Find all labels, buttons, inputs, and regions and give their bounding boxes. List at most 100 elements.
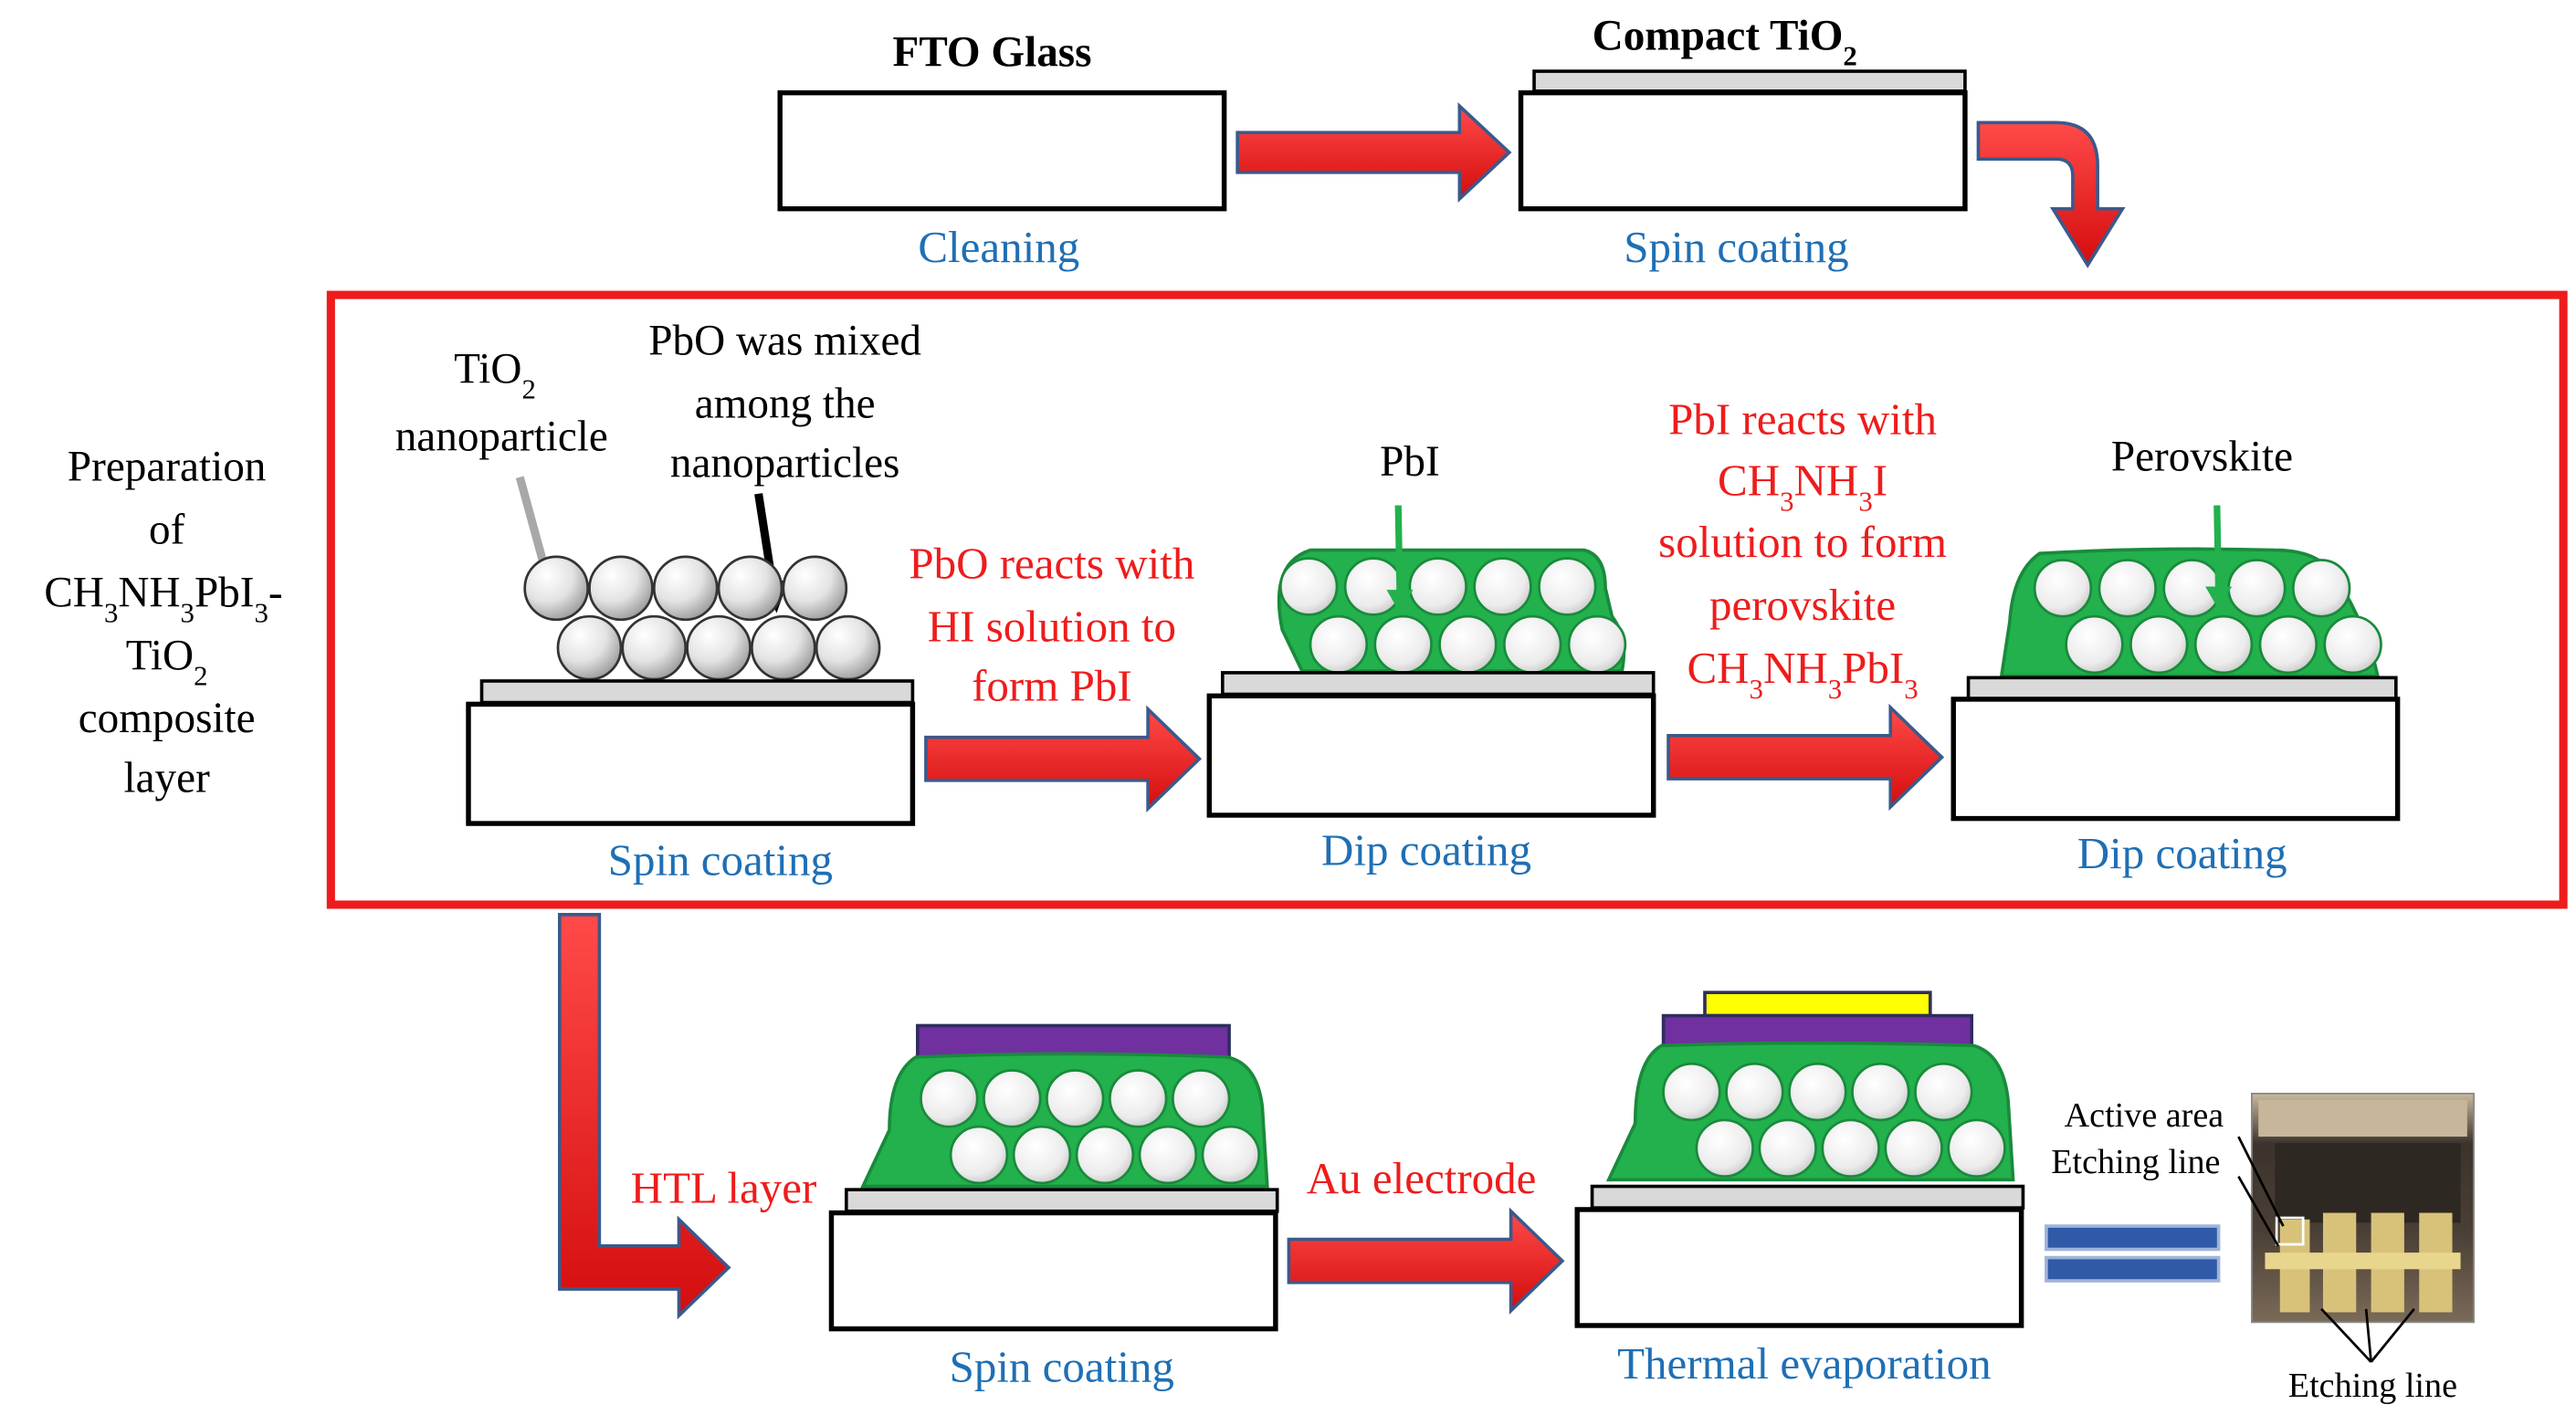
nanoparticle bbox=[2098, 559, 2158, 618]
etching-line-label-top: Etching line bbox=[2051, 1143, 2220, 1181]
stage1-compact-layer bbox=[479, 679, 915, 705]
section-label-line1: Preparation bbox=[68, 443, 266, 490]
nanoparticle bbox=[920, 1069, 979, 1128]
stage3-particle-cluster bbox=[2033, 559, 2382, 675]
nanoparticle bbox=[652, 555, 719, 622]
stage2-particle-cluster bbox=[1278, 557, 1627, 675]
section-label-line2: of bbox=[149, 506, 185, 553]
nanoparticle bbox=[2227, 559, 2287, 618]
active-area-marker bbox=[2275, 1216, 2305, 1246]
stage5-substrate bbox=[1574, 1207, 2024, 1328]
tio2-particle-cluster bbox=[523, 555, 881, 681]
compact-tio2-layer bbox=[1532, 69, 1967, 93]
pbo-mixed-label-line2: among the bbox=[695, 380, 876, 427]
nanoparticle bbox=[523, 555, 590, 622]
tio2-nanoparticle-label-line2: nanoparticle bbox=[395, 414, 608, 461]
stage3-substrate bbox=[1950, 697, 2401, 822]
reaction2-line5: CH3NH3PbI3 bbox=[1687, 643, 1918, 705]
nanoparticle bbox=[1758, 1118, 1817, 1179]
stage2-pbi: PbI Dip coating bbox=[1206, 438, 1656, 875]
nanoparticle bbox=[750, 614, 816, 681]
stage5-au-electrode: Thermal evaporation bbox=[1574, 991, 2025, 1389]
pbi-pointer-head bbox=[1386, 590, 1414, 613]
stage2-substrate bbox=[1206, 693, 1656, 818]
reaction2-text: PbI reacts with CH3NH3I solution to form… bbox=[1658, 394, 1947, 705]
nanoparticle bbox=[2065, 614, 2124, 675]
stage1-spin-coating-label: Spin coating bbox=[608, 834, 833, 885]
equals-bar-bottom bbox=[2045, 1255, 2221, 1283]
section-label-line4: TiO2 bbox=[126, 632, 208, 691]
device-photo: Active area Etching line Etching line bbox=[2051, 1092, 2476, 1405]
reaction1-line1: PbO reacts with bbox=[909, 538, 1194, 588]
nanoparticle bbox=[2323, 614, 2382, 675]
htl-layer-label: HTL layer bbox=[631, 1163, 817, 1213]
arrow-stage2-to-stage3 bbox=[1667, 703, 1945, 812]
compact-tio2-title: Compact TiO2 bbox=[1593, 12, 1857, 71]
arrow-fto-to-compact bbox=[1235, 101, 1512, 203]
stage2-dip-coating-label: Dip coating bbox=[1321, 824, 1531, 875]
stage4-htl: Spin coating bbox=[828, 1023, 1279, 1392]
etching-line-label-bottom: Etching line bbox=[2288, 1367, 2457, 1405]
stage5-compact-layer bbox=[1590, 1184, 2025, 1210]
nanoparticle bbox=[782, 555, 848, 622]
nanoparticle bbox=[1278, 557, 1339, 616]
reaction1-line3: form PbI bbox=[972, 661, 1132, 711]
reaction2-line4: perovskite bbox=[1709, 580, 1896, 630]
nanoparticle bbox=[1012, 1125, 1072, 1185]
stage2-compact-layer bbox=[1220, 671, 1656, 697]
nanoparticle bbox=[1851, 1062, 1910, 1122]
nanoparticle bbox=[983, 1069, 1042, 1128]
perovskite-label: Perovskite bbox=[2111, 433, 2293, 480]
pbi-pointer bbox=[1394, 505, 1404, 597]
section-label-line6: layer bbox=[124, 755, 211, 802]
nanoparticle bbox=[588, 555, 654, 622]
nanoparticle bbox=[1201, 1125, 1261, 1185]
arrow-stage1-to-stage2 bbox=[924, 705, 1203, 812]
stage3-perovskite: Perovskite Dip coating bbox=[1950, 433, 2401, 878]
nanoparticle bbox=[1408, 557, 1467, 616]
compact-tio2-substrate bbox=[1518, 89, 1968, 212]
fto-glass-stage: FTO Glass Cleaning bbox=[777, 29, 1227, 272]
au-yellow-layer bbox=[1703, 991, 1932, 1018]
nanoparticle bbox=[1046, 1069, 1105, 1128]
stage5-htl-purple-layer bbox=[1661, 1013, 1973, 1048]
nanoparticle bbox=[1695, 1118, 1754, 1179]
nanoparticle bbox=[621, 614, 688, 681]
equals-sign bbox=[2045, 1224, 2221, 1283]
arrow-down-to-htl bbox=[557, 913, 731, 1320]
reaction1-text: PbO reacts with HI solution to form PbI bbox=[909, 538, 1194, 710]
pbi-label: PbI bbox=[1380, 438, 1440, 486]
nanoparticle bbox=[1171, 1069, 1231, 1128]
nanoparticle bbox=[1438, 614, 1498, 675]
cleaning-label: Cleaning bbox=[918, 222, 1079, 272]
etching-pointer-2 bbox=[2364, 1308, 2372, 1363]
compact-tio2-stage: Compact TiO2 Spin coating bbox=[1518, 12, 1968, 272]
fto-glass-title: FTO Glass bbox=[893, 29, 1092, 77]
au-electrode-label: Au electrode bbox=[1307, 1153, 1537, 1203]
stage3-dip-coating-label: Dip coating bbox=[2077, 828, 2287, 878]
section-label-line5: composite bbox=[79, 695, 256, 742]
nanoparticle bbox=[2129, 614, 2189, 675]
etching-pointer-1 bbox=[2320, 1307, 2372, 1363]
reaction2-line3: solution to form bbox=[1658, 517, 1947, 567]
active-area-pointer bbox=[2237, 1136, 2285, 1227]
stage4-substrate bbox=[828, 1210, 1278, 1332]
stage4-particle-cluster bbox=[920, 1069, 1261, 1185]
reaction1-line2: HI solution to bbox=[928, 601, 1176, 651]
nanoparticle bbox=[1473, 557, 1532, 616]
nanoparticle bbox=[2033, 559, 2093, 618]
etching-pointer-3 bbox=[2370, 1307, 2415, 1363]
stage4-compact-layer bbox=[844, 1188, 1279, 1213]
nanoparticle bbox=[1538, 557, 1597, 616]
stage1-tio2-pbo: TiO2 nanoparticle PbO was mixed among th… bbox=[395, 317, 922, 885]
section-label-line3: CH3NH3PbI3- bbox=[44, 569, 282, 628]
nanoparticle bbox=[1502, 614, 1562, 675]
nanoparticle bbox=[1914, 1062, 1973, 1122]
pbo-mixed-label-line1: PbO was mixed bbox=[648, 317, 921, 364]
stage1-substrate bbox=[466, 701, 916, 826]
thermal-evaporation-label: Thermal evaporation bbox=[1617, 1338, 1992, 1389]
nanoparticle bbox=[1309, 614, 1369, 675]
arrow-stage4-to-stage5 bbox=[1287, 1207, 1565, 1315]
device-photo-glass-top bbox=[2258, 1100, 2467, 1137]
nanoparticle bbox=[1662, 1062, 1721, 1122]
